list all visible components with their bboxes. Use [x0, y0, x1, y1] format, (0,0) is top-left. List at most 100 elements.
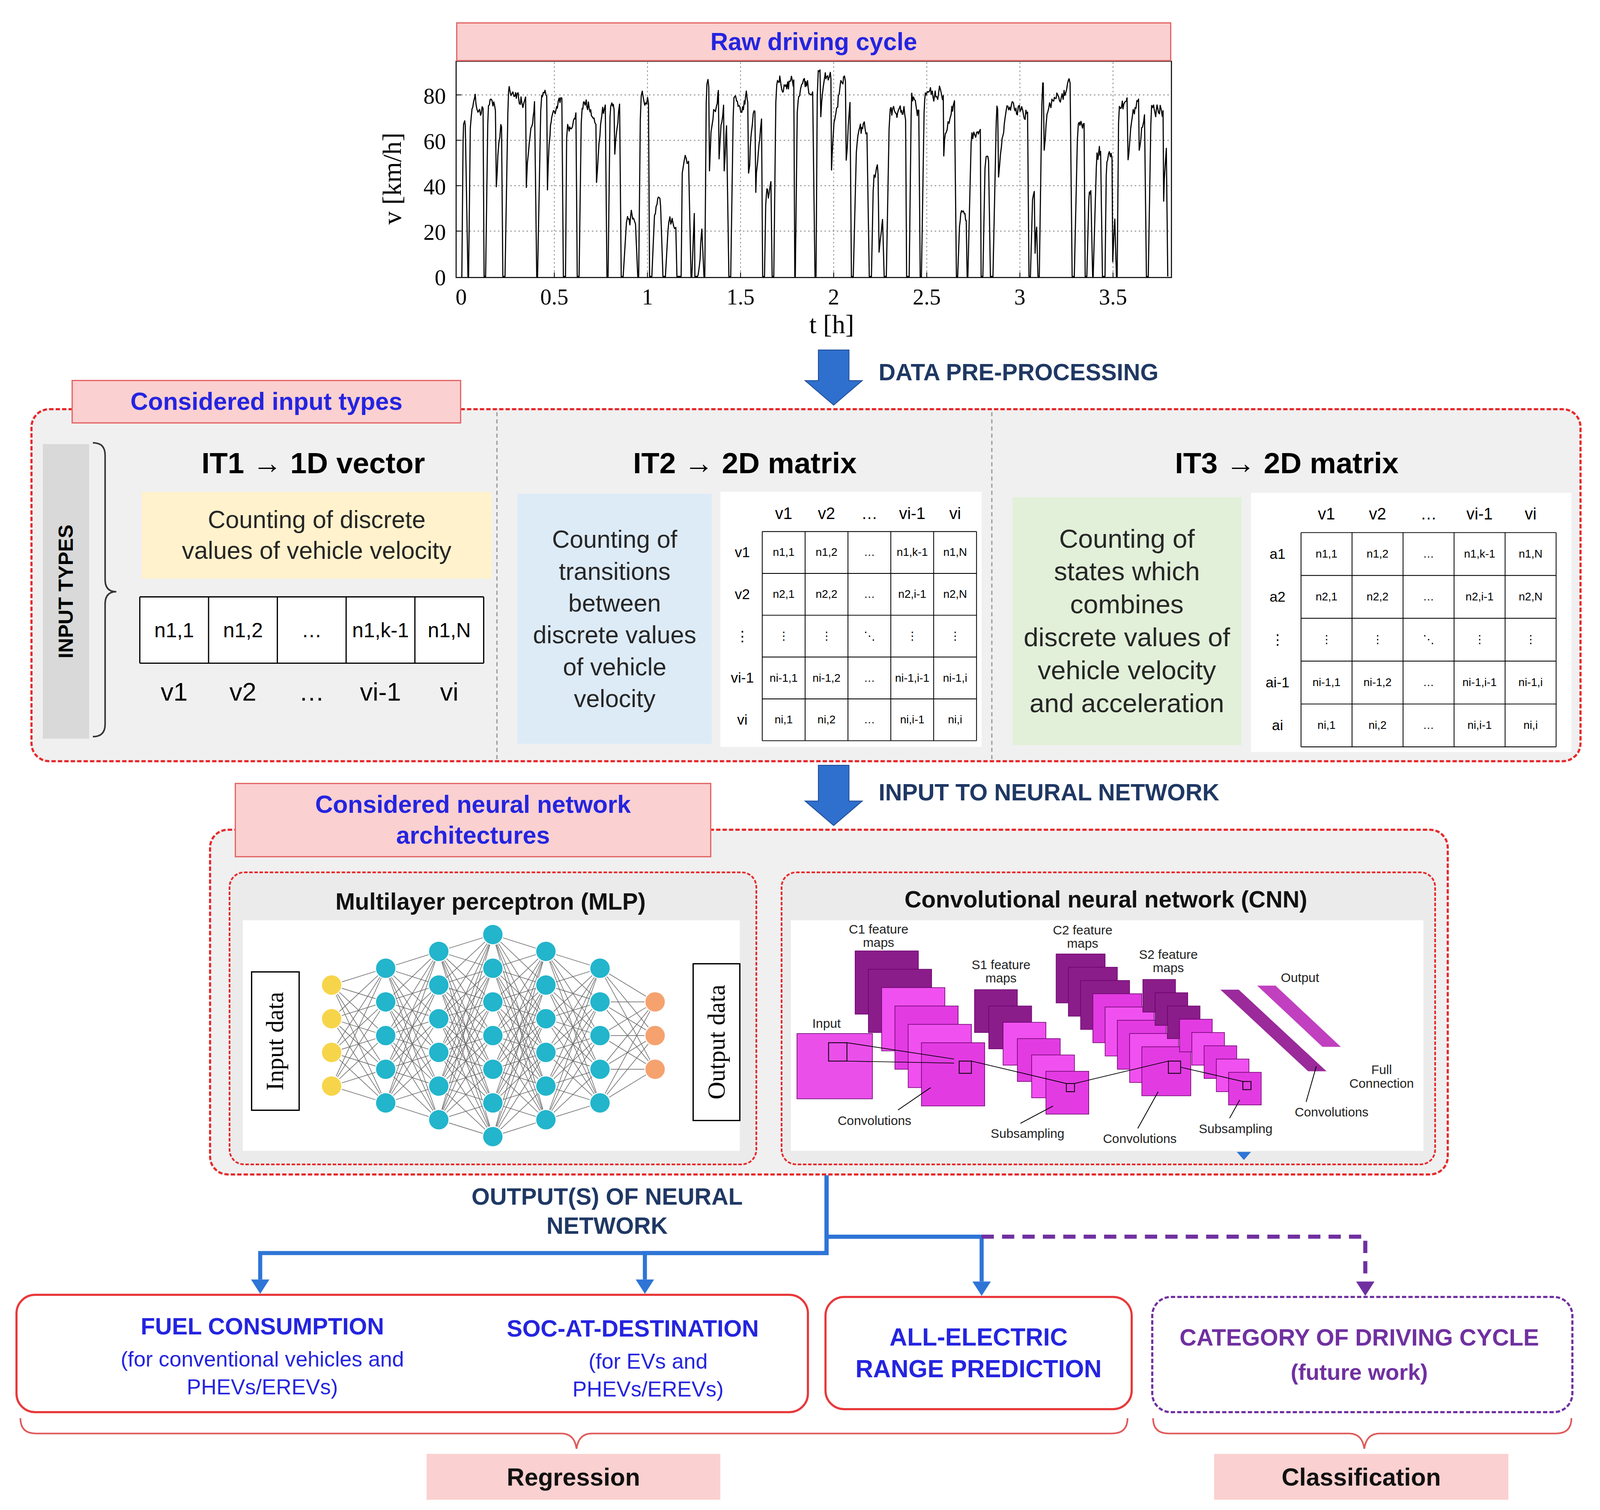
text-label: … — [277, 671, 347, 713]
text-label: … — [1402, 704, 1454, 747]
text-label: ai-1 — [1255, 661, 1301, 705]
speed-plot — [456, 62, 1171, 278]
text-label: ni-1,1 — [1301, 661, 1353, 705]
text-label: ni-1,i — [933, 656, 977, 699]
text-label: n1,2 — [1352, 532, 1403, 576]
neuron — [428, 1109, 450, 1131]
connector — [805, 349, 863, 406]
mlp-picture — [242, 920, 740, 1151]
text-label: ni,i-1 — [1453, 704, 1505, 747]
diagram-box: CATEGORY OF DRIVING CYCLE(future work) — [1151, 1295, 1574, 1414]
column-separator — [496, 412, 498, 760]
box-text: ALL-ELECTRIC RANGE PREDICTION — [847, 1321, 1109, 1386]
box-text: (for EVs and PHEVs/EREVs) — [561, 1345, 735, 1407]
text-label: … — [1402, 661, 1454, 705]
tick-mark — [456, 185, 462, 187]
grid-line — [833, 62, 835, 277]
table-line — [1301, 575, 1557, 577]
neuron — [375, 958, 397, 979]
neuron-link — [546, 951, 600, 1003]
text-label: vi — [414, 671, 484, 713]
text-label: n1,k-1 — [1453, 532, 1505, 576]
neuron — [535, 974, 557, 996]
text-label: ⋱ — [847, 615, 891, 658]
block-arrow — [805, 349, 863, 406]
text-label: OUTPUT(S) OF NEURAL NETWORK — [453, 1181, 761, 1241]
text-label: n2,2 — [805, 573, 848, 616]
text-label: v2 — [1352, 495, 1403, 532]
neuron — [535, 1008, 557, 1030]
arrow-head — [972, 1281, 992, 1296]
text-label: v2 — [208, 671, 278, 713]
table-line — [1555, 532, 1557, 747]
text-label: … — [847, 698, 891, 741]
arrow-head — [635, 1279, 654, 1294]
tick-mark — [1112, 272, 1114, 278]
box-text: Output data — [701, 984, 732, 1100]
table-line — [1301, 703, 1557, 705]
speed-trace — [461, 69, 1168, 277]
table-line — [762, 740, 977, 742]
text-label: S1 feature maps — [967, 957, 1035, 986]
neuron — [535, 941, 557, 962]
table-line — [1504, 532, 1506, 747]
connector — [805, 765, 863, 826]
text-label: ni-1,2 — [1352, 661, 1403, 705]
text-label: n1,k-1 — [890, 531, 934, 574]
diagram-box: Output data — [692, 963, 741, 1122]
neuron — [589, 991, 611, 1013]
connector-line — [826, 1175, 982, 1282]
table-line — [762, 531, 977, 532]
matrix-background — [720, 491, 982, 747]
neuron — [428, 1042, 450, 1063]
kernel — [1242, 1081, 1251, 1090]
text-label: vi-1 — [890, 495, 934, 531]
neuron-link — [600, 968, 656, 1070]
feature-map — [921, 1042, 986, 1107]
table-line — [976, 531, 977, 741]
classification-bracket — [1152, 1418, 1572, 1449]
text-label: n1,1 — [1301, 532, 1353, 576]
table-line — [208, 597, 210, 664]
text-label: 80 — [404, 82, 448, 110]
tick-mark — [1019, 272, 1021, 278]
table-line — [1301, 660, 1557, 662]
text-label: … — [847, 495, 891, 531]
diagram-box: INPUT TYPES — [42, 444, 89, 740]
leader-line — [1306, 1066, 1317, 1102]
box-text: INPUT TYPES — [53, 524, 78, 659]
text-label: 60 — [404, 128, 448, 156]
text-label: ⋮ — [933, 615, 977, 658]
vector-background — [139, 597, 484, 664]
neuron-link — [492, 1086, 547, 1137]
neuron — [482, 1126, 504, 1147]
projection — [1180, 1067, 1243, 1082]
text-label: ni,1 — [762, 698, 806, 741]
table-line — [847, 531, 849, 741]
output-band — [1256, 985, 1341, 1047]
text-label: n2,N — [933, 573, 977, 616]
text-label: v2 — [722, 573, 763, 616]
neuron — [482, 1092, 504, 1114]
text-label: v2 — [805, 495, 848, 531]
box-text: Convolutional neural network (CNN) — [782, 881, 1430, 919]
box-text: (future work) — [1153, 1355, 1566, 1390]
table-line — [483, 597, 485, 664]
neuron — [535, 1075, 557, 1097]
neuron — [482, 1025, 504, 1046]
grid-line — [554, 62, 556, 277]
table-line — [276, 597, 278, 664]
column-separator — [991, 412, 993, 760]
text-label: Subsampling — [1194, 1120, 1278, 1137]
text-label: ni-1,i — [1504, 661, 1556, 705]
neuron-link — [331, 968, 386, 1019]
text-label: ni-1,i-1 — [1453, 661, 1505, 705]
feature-map — [1228, 1072, 1262, 1105]
text-label: ⋮ — [762, 615, 806, 658]
tick-mark — [456, 230, 462, 232]
table-line — [1351, 532, 1353, 747]
text-label: … — [1402, 532, 1454, 576]
text-label: … — [277, 597, 347, 664]
table-line — [1453, 532, 1455, 747]
neuron — [375, 1092, 397, 1114]
